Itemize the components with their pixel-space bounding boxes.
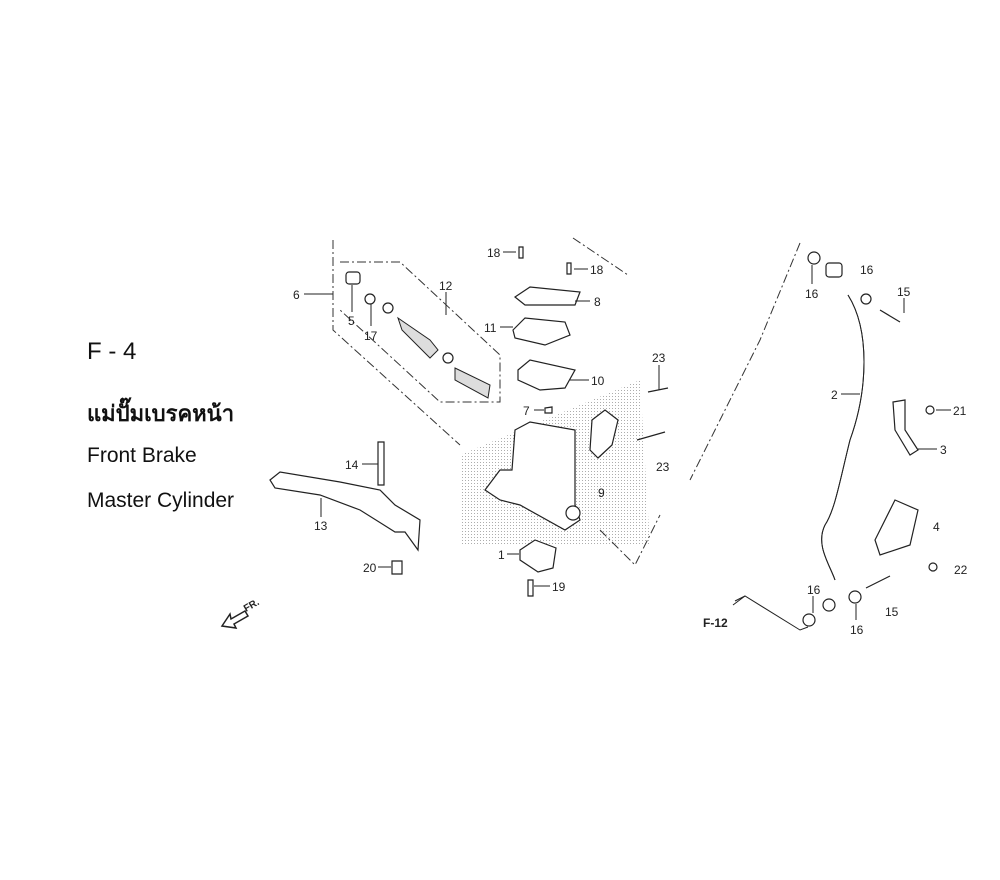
callout-23: 23 [656,460,670,474]
callout-14: 14 [345,458,359,472]
callout-10: 10 [591,374,605,388]
title-line-1: Front Brake [87,444,197,467]
callout-15: 15 [897,285,911,299]
callout-9: 9 [598,486,605,500]
callout-23: 23 [652,351,666,365]
callout-20: 20 [363,561,377,575]
front-direction-arrow: FR. [220,597,262,629]
callout-11: 11 [484,321,497,335]
kit-bracket-12 [339,261,501,403]
callout-6: 6 [293,288,300,302]
callout-21: 21 [953,404,967,418]
callout-1: 1 [498,548,505,562]
callout-labels: 18 18 8 11 12 6 5 17 10 23 7 23 9 14 13 … [293,246,968,637]
leader-lines [304,251,951,620]
piston-kit-parts [345,271,491,399]
callout-19: 19 [552,580,566,594]
callout-3: 3 [940,443,947,457]
callout-7: 7 [523,404,530,418]
ref-arrow [732,595,746,606]
callout-22: 22 [954,563,968,577]
callout-2: 2 [831,388,838,402]
reference-f12: F-12 [703,616,728,630]
callout-16: 16 [807,583,821,597]
reservoir-parts [512,246,581,391]
callout-16: 16 [805,287,819,301]
callout-4: 4 [933,520,940,534]
guide-line [572,237,629,276]
callout-18: 18 [590,263,604,277]
front-label: FR. [242,597,262,615]
section-code: F - 4 [87,338,137,365]
guide-line [689,242,801,481]
callout-8: 8 [594,295,601,309]
callout-5: 5 [348,314,355,328]
callout-16: 16 [850,623,864,637]
brake-switch [519,539,557,597]
thai-title: แม่ปั๊มเบรคหน้า [87,402,235,427]
callout-18: 18 [487,246,501,260]
callout-13: 13 [314,519,328,533]
title-line-2: Master Cylinder [87,489,235,512]
callout-12: 12 [439,279,453,293]
callout-15: 15 [885,605,899,619]
brake-lever [269,441,421,575]
guide-line [599,514,661,566]
kit-bracket-6 [332,240,461,446]
ref-line [734,595,809,631]
master-cylinder-body [484,387,669,531]
callout-17: 17 [364,329,378,343]
callout-16: 16 [860,263,874,277]
brake-hose-parts [802,251,938,627]
